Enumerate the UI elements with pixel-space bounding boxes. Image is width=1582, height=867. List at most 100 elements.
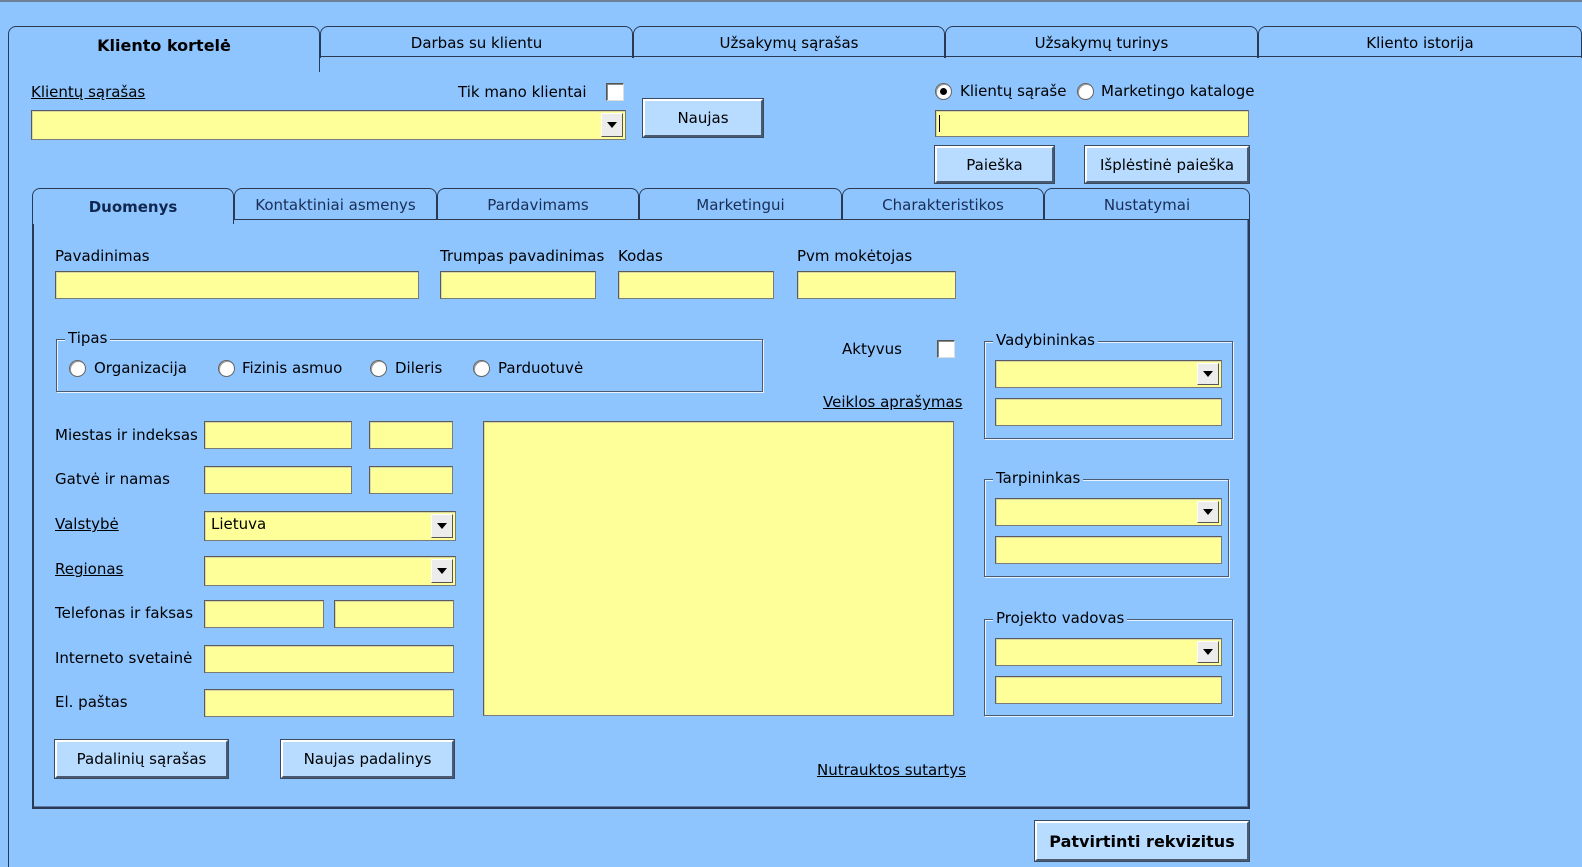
tab-uzsakymu-turinys[interactable]: Užsakymų turinys: [945, 26, 1258, 58]
tab-charakteristikos[interactable]: Charakteristikos: [842, 188, 1044, 220]
email-label: El. paštas: [55, 693, 128, 711]
tab-label: Pardavimams: [487, 195, 589, 214]
only-my-clients-label: Tik mano klientai: [458, 83, 587, 101]
search-button[interactable]: Paieška: [934, 145, 1055, 184]
tab-label: Užsakymų turinys: [1034, 33, 1169, 52]
radio-selected-dot: [940, 88, 947, 95]
active-checkbox[interactable]: [937, 340, 955, 358]
text-cursor: [939, 115, 940, 132]
name-label: Pavadinimas: [55, 247, 150, 265]
tab-duomenys[interactable]: Duomenys: [32, 188, 234, 224]
chevron-down-icon[interactable]: [601, 113, 623, 137]
postal-index-field[interactable]: [369, 421, 453, 449]
project-lead-legend: Projekto vadovas: [993, 609, 1128, 627]
type-label-organizacija: Organizacija: [94, 359, 187, 377]
chevron-down-icon[interactable]: [431, 514, 453, 538]
tab-nustatymai[interactable]: Nustatymai: [1044, 188, 1250, 220]
tab-kliento-kortele[interactable]: Kliento kortelė: [8, 26, 320, 72]
tab-label: Charakteristikos: [882, 195, 1004, 214]
outer-tab-panel: [8, 56, 1582, 867]
tab-marketingui[interactable]: Marketingui: [639, 188, 842, 220]
new-division-button[interactable]: Naujas padalinys: [280, 739, 455, 779]
tab-uzsakymu-sarasas[interactable]: Užsakymų sąrašas: [633, 26, 945, 58]
code-field[interactable]: [618, 271, 774, 299]
city-index-label: Miestas ir indeksas: [55, 426, 198, 444]
new-client-button[interactable]: Naujas: [642, 98, 764, 138]
name-field[interactable]: [55, 271, 419, 299]
chevron-down-icon[interactable]: [431, 559, 453, 583]
tab-label: Nustatymai: [1103, 195, 1191, 214]
house-field[interactable]: [369, 466, 453, 494]
region-combo[interactable]: [204, 556, 456, 586]
project-lead-group: Projekto vadovas: [984, 609, 1233, 716]
activity-description-textarea[interactable]: [483, 421, 954, 716]
project-lead-combo[interactable]: [995, 638, 1222, 666]
tab-label: Kliento istorija: [1366, 33, 1474, 52]
short-name-field[interactable]: [440, 271, 596, 299]
tab-darbas-su-klientu[interactable]: Darbas su klientu: [320, 26, 633, 58]
type-radio-parduotuve[interactable]: [473, 360, 490, 377]
country-link[interactable]: Valstybė: [55, 515, 119, 533]
chevron-down-icon[interactable]: [1197, 501, 1219, 523]
tab-label: Užsakymų sąrašas: [719, 33, 859, 52]
intermediary-combo[interactable]: [995, 498, 1222, 526]
tab-kontaktiniai-asmenys[interactable]: Kontaktiniai asmenys: [234, 188, 437, 220]
country-combo[interactable]: Lietuva: [204, 511, 456, 541]
chevron-down-icon[interactable]: [1197, 363, 1219, 385]
code-label: Kodas: [618, 247, 663, 265]
only-my-clients-checkbox[interactable]: [606, 83, 624, 101]
tab-label: Duomenys: [88, 197, 178, 216]
email-field[interactable]: [204, 689, 454, 717]
client-list-combo[interactable]: [31, 110, 626, 140]
window-top-border: [0, 0, 1582, 2]
type-label-parduotuve: Parduotuvė: [498, 359, 584, 377]
activity-description-link[interactable]: Veiklos aprašymas: [823, 393, 963, 411]
type-radio-fizinis-asmuo[interactable]: [218, 360, 235, 377]
tab-label: Kontaktiniai asmenys: [255, 195, 416, 214]
street-house-label: Gatvė ir namas: [55, 470, 170, 488]
terminated-contracts-link[interactable]: Nutrauktos sutartys: [817, 761, 966, 779]
type-radio-dileris[interactable]: [370, 360, 387, 377]
active-label: Aktyvus: [842, 340, 902, 358]
search-scope-marketing-label: Marketingo kataloge: [1101, 82, 1255, 100]
manager-combo[interactable]: [995, 360, 1222, 388]
website-label: Interneto svetainė: [55, 649, 193, 667]
tab-label: Marketingui: [696, 195, 785, 214]
search-scope-radio-clients[interactable]: [935, 83, 952, 100]
tab-kliento-istorija[interactable]: Kliento istorija: [1258, 26, 1582, 58]
intermediary-detail-field[interactable]: [995, 536, 1222, 564]
chevron-down-icon[interactable]: [1197, 641, 1219, 663]
manager-detail-field[interactable]: [995, 398, 1222, 426]
intermediary-legend: Tarpininkas: [993, 469, 1084, 487]
client-list-link[interactable]: Klientų sąrašas: [31, 83, 146, 101]
phone-field[interactable]: [204, 600, 324, 628]
tab-pardavimams[interactable]: Pardavimams: [437, 188, 639, 220]
website-field[interactable]: [204, 645, 454, 673]
manager-legend: Vadybininkas: [993, 331, 1098, 349]
advanced-search-button[interactable]: Išplėstinė paieška: [1084, 145, 1250, 184]
city-field[interactable]: [204, 421, 352, 449]
manager-group: Vadybininkas: [984, 331, 1233, 439]
search-input[interactable]: [935, 110, 1249, 137]
type-label-dileris: Dileris: [395, 359, 443, 377]
type-group: Tipas: [56, 329, 763, 392]
search-scope-radio-marketing[interactable]: [1077, 83, 1094, 100]
type-radio-organizacija[interactable]: [69, 360, 86, 377]
vat-payer-field[interactable]: [797, 271, 956, 299]
region-link[interactable]: Regionas: [55, 560, 124, 578]
intermediary-group: Tarpininkas: [984, 469, 1229, 577]
tab-label: Darbas su klientu: [410, 33, 543, 52]
short-name-label: Trumpas pavadinimas: [440, 247, 605, 265]
confirm-details-button[interactable]: Patvirtinti rekvizitus: [1034, 820, 1250, 862]
project-lead-detail-field[interactable]: [995, 676, 1222, 704]
street-field[interactable]: [204, 466, 352, 494]
divisions-list-button[interactable]: Padalinių sąrašas: [54, 739, 229, 779]
country-value: Lietuva: [211, 515, 267, 533]
inner-tab-panel: [32, 219, 1250, 809]
search-scope-clients-label: Klientų sąraše: [960, 82, 1067, 100]
fax-field[interactable]: [334, 600, 454, 628]
type-legend: Tipas: [65, 329, 111, 347]
phone-fax-label: Telefonas ir faksas: [55, 604, 194, 622]
vat-payer-label: Pvm mokėtojas: [797, 247, 913, 265]
tab-label: Kliento kortelė: [97, 36, 231, 55]
